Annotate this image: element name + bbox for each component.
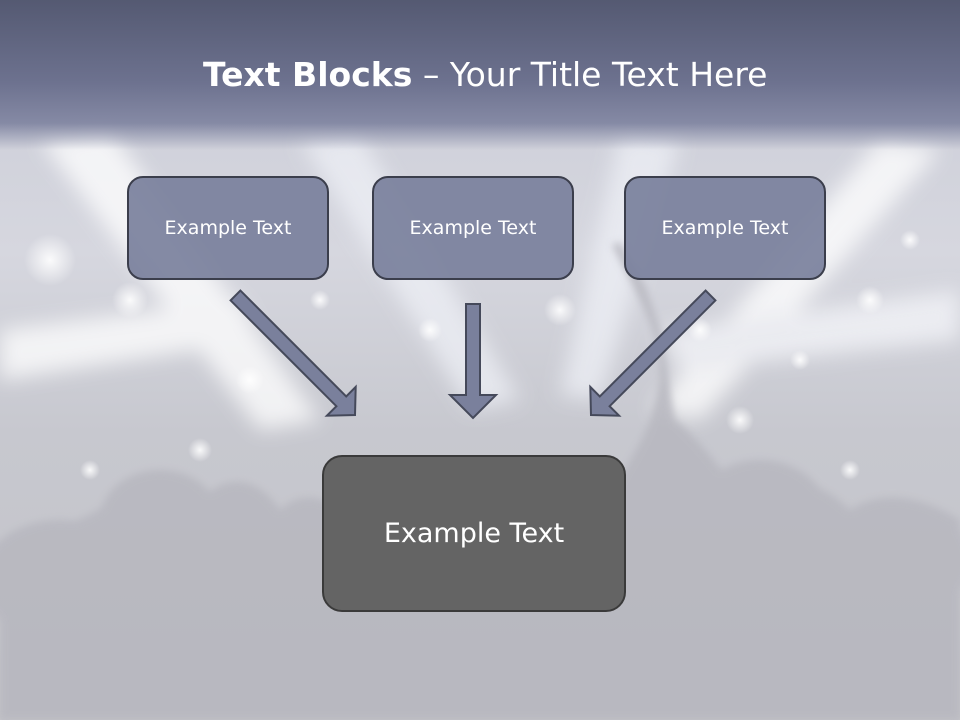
light-bokeh (24, 230, 920, 480)
crowd-silhouette (0, 242, 960, 720)
title-bold-part: Text Blocks (203, 55, 413, 94)
title-band (0, 0, 960, 150)
text-block-2: Example Text (372, 176, 574, 280)
result-text-block: Example Text (322, 455, 626, 612)
slide-title: Text Blocks – Your Title Text Here (203, 50, 903, 100)
text-block-3: Example Text (624, 176, 826, 280)
arrow-left-diagonal (229, 289, 357, 417)
arrow-center-down (447, 303, 499, 420)
result-text-block-label: Example Text (383, 518, 565, 549)
text-block-3-label: Example Text (661, 217, 789, 239)
text-block-1-label: Example Text (164, 217, 292, 239)
text-block-2-label: Example Text (409, 217, 537, 239)
text-block-1: Example Text (127, 176, 329, 280)
title-rest: Your Title Text Here (449, 55, 768, 94)
title-separator: – (412, 55, 450, 94)
arrow-right-diagonal (589, 289, 717, 417)
